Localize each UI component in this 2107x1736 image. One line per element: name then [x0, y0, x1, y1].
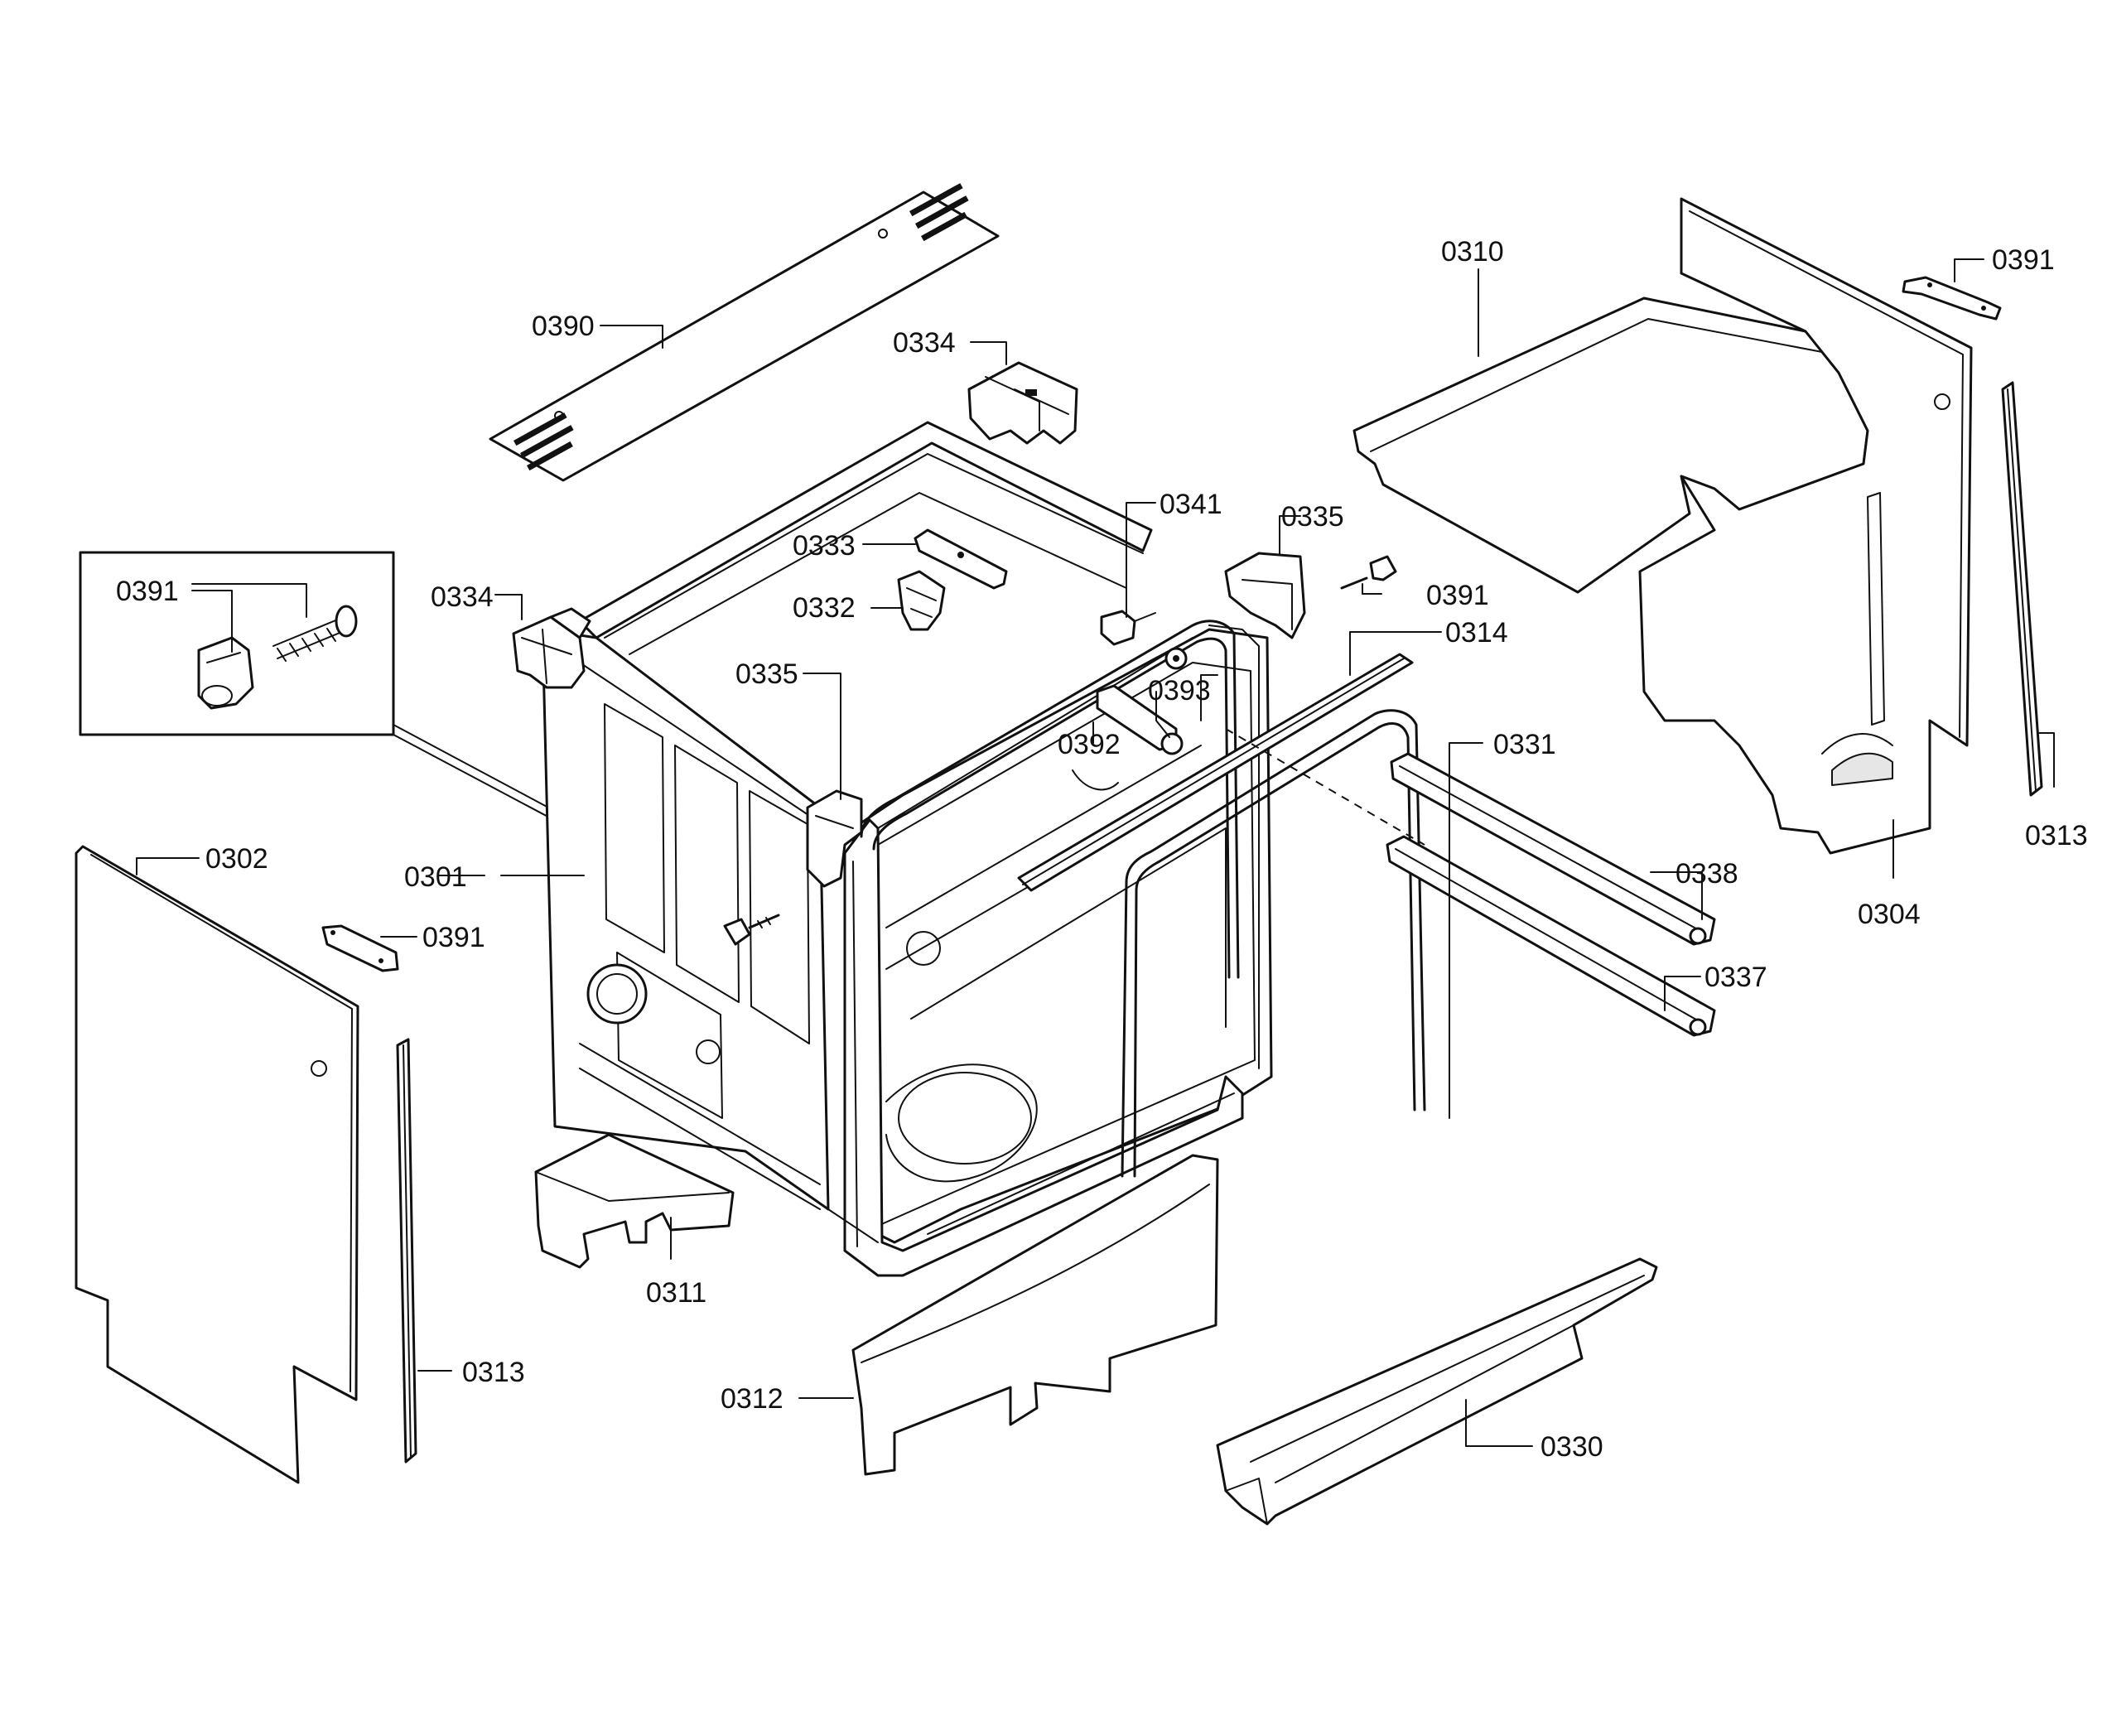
part-0311-foam-block	[534, 1133, 735, 1269]
label-0337: 0337	[1704, 962, 1767, 993]
label-0312: 0312	[721, 1383, 783, 1415]
label-0311: 0311	[646, 1277, 706, 1309]
part-0334-bracket-top	[967, 361, 1078, 445]
part-0391-clip-top-right	[1902, 276, 2002, 321]
part-0335-bracket-left	[806, 789, 863, 888]
part-0338-slide-rail	[1390, 752, 1716, 946]
part-0391-screw-right	[1340, 555, 1397, 590]
label-0341: 0341	[1160, 489, 1222, 520]
part-0312-front-foam	[851, 1154, 1219, 1476]
label-0391-left: 0391	[422, 922, 485, 953]
part-0301-tub-body	[541, 421, 1273, 1277]
label-0335-left: 0335	[735, 658, 798, 690]
part-0330-toe-kick	[1216, 1257, 1658, 1526]
label-0310: 0310	[1441, 236, 1504, 268]
part-0314-upper-rail	[1017, 653, 1414, 892]
label-0313-left: 0313	[462, 1357, 525, 1388]
part-0304-right-side-panel	[1638, 197, 1973, 855]
part-0391-clip-left	[321, 924, 399, 972]
label-0391-top-right: 0391	[1992, 244, 2055, 276]
part-0341-latch	[1100, 610, 1156, 646]
part-0334-bracket-left	[512, 607, 591, 689]
label-0334-top: 0334	[893, 327, 956, 359]
part-0331-door-seal	[1121, 709, 1426, 1178]
part-0393-roller	[1164, 647, 1188, 670]
label-0335-right: 0335	[1281, 501, 1344, 533]
label-0331: 0331	[1493, 729, 1556, 760]
part-0335-bracket-right	[1224, 552, 1306, 639]
part-0337-slide-rail	[1386, 835, 1716, 1037]
label-0333: 0333	[793, 530, 856, 562]
part-0302-left-side-panel	[75, 845, 359, 1484]
part-0333-bracket	[914, 528, 1008, 590]
part-0390-top-plate	[489, 183, 1000, 482]
label-0301: 0301	[404, 861, 467, 893]
label-0334-left: 0334	[431, 581, 494, 613]
part-0313-strip-right	[2001, 381, 2043, 797]
label-0391-inset: 0391	[116, 576, 179, 607]
part-0313-strip-left	[396, 1038, 417, 1464]
label-0393: 0393	[1148, 675, 1211, 706]
label-0302: 0302	[205, 843, 268, 875]
leader-lines	[136, 258, 2055, 1447]
label-0313-right: 0313	[2025, 820, 2088, 851]
part-0392-rail-clip	[1096, 684, 1184, 755]
part-0391-screw-mid	[723, 914, 780, 946]
part-0332-hinge	[897, 570, 946, 631]
label-0391-mid-right: 0391	[1426, 580, 1489, 611]
label-0338: 0338	[1675, 858, 1738, 890]
label-0332: 0332	[793, 592, 856, 624]
label-0330: 0330	[1540, 1431, 1603, 1463]
label-0304: 0304	[1858, 899, 1921, 930]
label-0314: 0314	[1445, 617, 1508, 649]
label-0390: 0390	[532, 311, 595, 342]
part-labels: 0390 0334 0310 0391 0341 0335 0333 0391 …	[116, 236, 2088, 1463]
label-0392: 0392	[1058, 729, 1121, 760]
